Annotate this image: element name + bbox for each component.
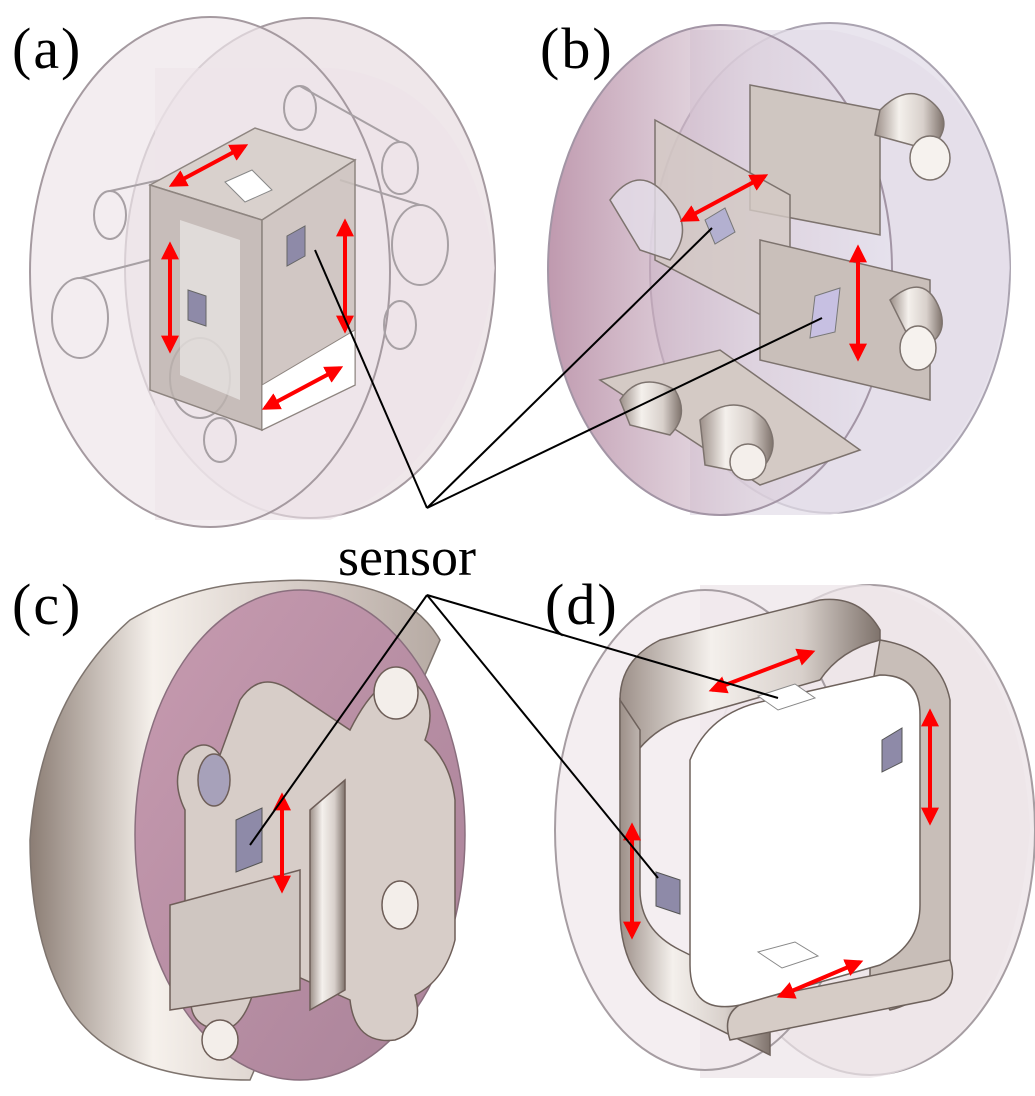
panel-d-sensor-right [881,727,903,773]
panel-label-a: (a) [12,16,83,81]
panel-a-sensor-left [187,289,207,327]
panel-label-c: (c) [12,572,83,637]
panel-c-diagram [29,579,466,1081]
panel-b-strain-arrows [679,174,867,362]
panel-d-sensor-bottom [756,941,820,969]
panel-d-diagram [554,584,1035,1078]
panel-label-d: (d) [545,572,619,637]
panel-c-cutout [169,666,456,1061]
panel-b-diagram [547,22,1011,516]
panel-c-sensor [235,807,263,873]
sensor-leader-lines [249,227,823,879]
panel-a-sensor-right [286,225,306,267]
panel-d-sensor-left [655,871,681,915]
panel-a-strain-arrows [161,144,354,410]
panel-a-diagram [29,16,496,528]
sensor-callout-label: sensor [338,527,476,587]
panel-label-b: (b) [540,16,614,81]
